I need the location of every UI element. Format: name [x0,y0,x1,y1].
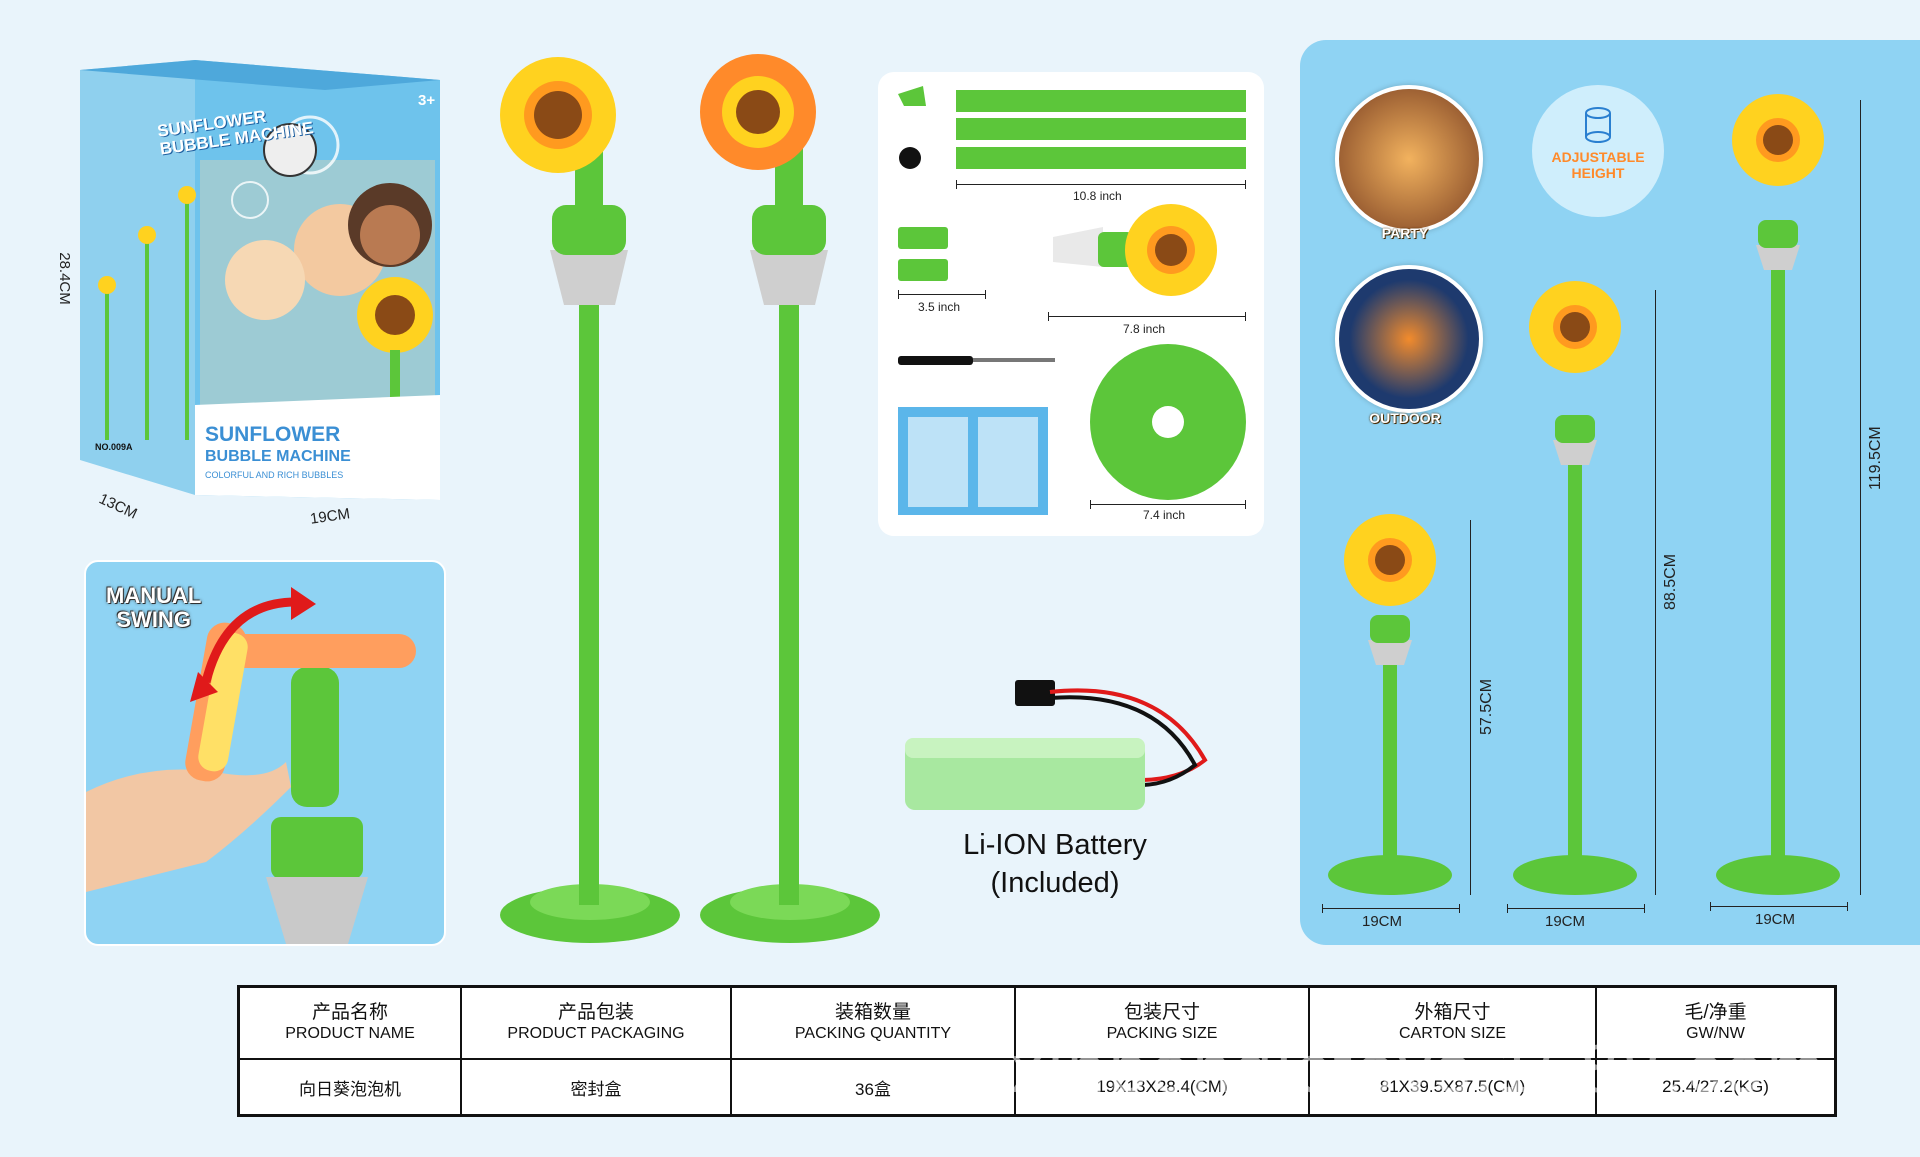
adjustable-label-line2: HEIGHT [1571,165,1625,181]
outdoor-label: OUTDOOR [1369,410,1441,426]
manual-swing-panel: MANUAL SWING [84,560,446,946]
adjustable-heights-panel: PARTY OUTDOOR ADJUSTABLE HEIGHT [1300,40,1920,945]
yellow-sunflower-machine [500,57,680,943]
tall-height-label: 119.5CM [1867,426,1884,490]
box-front-brand-line1: SUNFLOWER [205,423,341,446]
swing-label: MANUAL SWING [106,584,201,632]
box-illustration [80,60,440,500]
value-product-packaging: 密封盒 [460,1058,732,1117]
head-length-label: 7.8 inch [1123,322,1166,336]
spec-value-row: 向日葵泡泡机 密封盒 36盒 19X13X28.4(CM) 81X39.5X87… [237,1058,1837,1117]
connector-length-label: 3.5 inch [918,300,961,314]
medium-base-line [1507,904,1645,913]
base-diameter-label: 7.4 inch [1143,508,1186,522]
medium-height-line [1655,290,1656,895]
battery-label: Li-ION Battery (Included) [900,826,1210,902]
adjustable-label-line1: ADJUSTABLE [1551,149,1645,165]
adjustable-height-badge: ADJUSTABLE HEIGHT [1532,85,1664,217]
watermark: xinponglctoys.1688.com [1010,1031,1828,1107]
orange-sunflower-machine [700,54,880,943]
height-adjust-icon [1585,107,1611,143]
swing-label-line2: SWING [116,607,191,632]
short-base-line [1322,904,1460,913]
tall-base-label: 19CM [1755,911,1796,928]
value-packing-quantity: 36盒 [730,1058,1016,1117]
height-comparison-illustration [1328,94,1840,895]
swing-illustration [86,587,416,944]
connector-dimension-line [898,290,986,299]
pole-length-label: 10.8 inch [1073,189,1122,203]
tall-height-line [1860,100,1861,895]
box-model-number: NO.009A [95,442,133,452]
battery-label-line1: Li-ION Battery [963,829,1147,861]
battery-label-line2: (Included) [990,867,1120,899]
parts-card: 10.8 inch 3.5 inch 7.8 inch 7.4 inch [878,72,1264,536]
short-height-line [1470,520,1471,895]
value-product-name: 向日葵泡泡机 [237,1058,462,1117]
medium-height-label: 88.5CM [1662,553,1679,610]
pole-dimension-line [956,180,1246,189]
party-scene-image [1335,85,1483,233]
battery-illustration [905,680,1208,810]
box-tagline: COLORFUL AND RICH BUBBLES [205,470,344,480]
value-gw-nw: 25.4/27.2(KG) [1595,1058,1837,1117]
short-base-label: 19CM [1362,913,1403,930]
box-front-brand-line2: BUBBLE MACHINE [205,448,351,465]
product-box: SUNFLOWER BUBBLE MACHINE 3+ SUNFLOWER BU… [56,50,460,530]
base-dimension-line [1090,500,1246,509]
party-label: PARTY [1381,225,1429,241]
age-badge: 3+ [418,92,436,109]
short-height-label: 57.5CM [1478,678,1495,735]
tall-base-line [1710,902,1848,911]
parts-illustration [898,86,1246,515]
value-packing-size: 19X13X28.4(CM) [1014,1058,1310,1117]
swing-label-line1: MANUAL [106,583,202,608]
sunflower-machines-pair [500,54,880,943]
outdoor-scene-image [1335,265,1483,413]
medium-base-label: 19CM [1545,913,1586,930]
value-carton-size: 81X39.5X87.5(CM) [1308,1058,1597,1117]
box-height-dim: 28.4CM [55,252,73,305]
head-dimension-line [1048,312,1246,321]
